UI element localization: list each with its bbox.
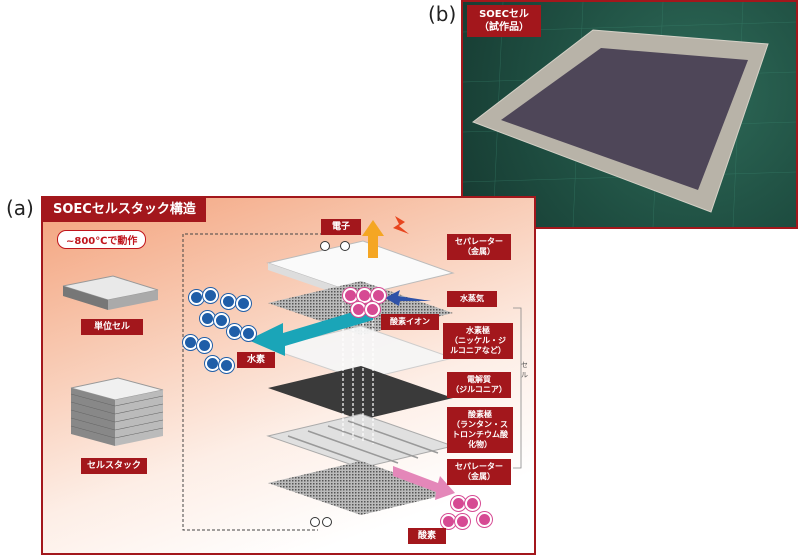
electron-dot (322, 517, 332, 527)
hydrogen-molecule (189, 290, 204, 305)
electron-dot (320, 241, 330, 251)
electron-dot (340, 241, 350, 251)
steam-molecule (371, 288, 386, 303)
cell-bracket (513, 307, 522, 469)
separator-bottom-layer (266, 413, 455, 469)
photo-label-line1: SOECセル (479, 9, 529, 20)
hydrogen-molecule (227, 324, 242, 339)
unit-cell-illustration (62, 275, 159, 310)
circuit-wire (182, 233, 328, 531)
hydrogen-electrode-line2: （ニッケル・ジ (450, 336, 506, 345)
separator-bottom-line1: セパレーター (455, 462, 503, 471)
steam-arrow (385, 290, 431, 306)
hydrogen-electrode-label: 水素極 （ニッケル・ジ ルコニアなど） (443, 323, 513, 359)
photo-label-line2: （試作品） (479, 22, 529, 33)
oxygen-electrode-line1: 酸素極 (468, 410, 492, 419)
hydrogen-label: 水素 (237, 352, 275, 368)
oxygen-molecule (477, 512, 492, 527)
hydrogen-molecule (200, 311, 215, 326)
oxygen-electrode-line3: トロンチウム酸 (452, 430, 508, 439)
separator-bottom-line2: （金属） (463, 472, 495, 481)
cell-stack-label: セルスタック (81, 458, 147, 474)
electrolyte-line1: 電解質 (467, 375, 491, 384)
separator-top-line1: セパレーター (455, 237, 503, 246)
hydrogen-electrode-line1: 水素極 (466, 326, 490, 335)
hydrogen-flow-arrow (248, 306, 373, 356)
oxide-ion-label: 酸素イオン (381, 314, 439, 330)
electrolyte-label: 電解質 （ジルコニア） (447, 372, 511, 398)
hydrogen-molecule (236, 296, 251, 311)
oxygen-electrode-layer (268, 366, 453, 420)
oxygen-electrode-line4: 化物） (468, 440, 492, 449)
oxygen-molecule (451, 496, 466, 511)
hydrogen-molecule (183, 335, 198, 350)
hydrogen-molecule (241, 326, 256, 341)
steam-molecule (351, 302, 366, 317)
lightning-icon (393, 216, 409, 234)
steam-molecule (357, 288, 372, 303)
hydrogen-molecule (205, 356, 220, 371)
electron-label: 電子 (321, 219, 361, 235)
photo-svg (463, 2, 796, 227)
separator-top-line2: （金属） (463, 247, 495, 256)
hydrogen-electrode-line3: ルコニアなど） (450, 346, 506, 355)
bottom-mesh-layer (268, 461, 453, 515)
temperature-badge: ~800℃で動作 (57, 230, 147, 249)
oxygen-flow-arrow (393, 466, 455, 500)
panel-a-letter: (a) (6, 196, 34, 220)
panel-b-letter: (b) (428, 2, 457, 26)
oxygen-molecule (455, 514, 470, 529)
diagram-title: SOECセルスタック構造 (43, 198, 206, 222)
electron-dot (310, 517, 320, 527)
hydrogen-molecule (219, 358, 234, 373)
cell-bracket-label: セル (521, 361, 528, 379)
electron-arrow (362, 220, 384, 258)
hydrogen-molecule (197, 338, 212, 353)
unit-cell-label: 単位セル (81, 319, 143, 335)
cell-active-area (501, 48, 748, 190)
steam-label: 水蒸気 (447, 291, 497, 307)
oxygen-electrode-line2: （ランタン・ス (452, 420, 508, 429)
separator-top-label: セパレーター （金属） (447, 234, 511, 260)
hydrogen-molecule (214, 313, 229, 328)
steam-molecule (365, 302, 380, 317)
soec-cell-photo: SOECセル （試作品） (461, 0, 798, 229)
electrolyte-line2: （ジルコニア） (451, 385, 507, 394)
oxygen-molecule (441, 514, 456, 529)
steam-molecule (343, 288, 358, 303)
photo-label: SOECセル （試作品） (467, 5, 541, 37)
oxygen-molecule (465, 496, 480, 511)
diagram-svg (62, 216, 522, 531)
cell-stack-illustration (70, 377, 164, 446)
oxygen-label: 酸素 (408, 528, 446, 544)
hydrogen-molecule (203, 288, 218, 303)
soec-stack-diagram: SOECセルスタック構造 ~800℃で動作 (41, 196, 536, 555)
hydrogen-molecule (221, 294, 236, 309)
separator-bottom-label: セパレーター （金属） (447, 459, 511, 485)
oxygen-electrode-label: 酸素極 （ランタン・ス トロンチウム酸 化物） (447, 407, 513, 453)
